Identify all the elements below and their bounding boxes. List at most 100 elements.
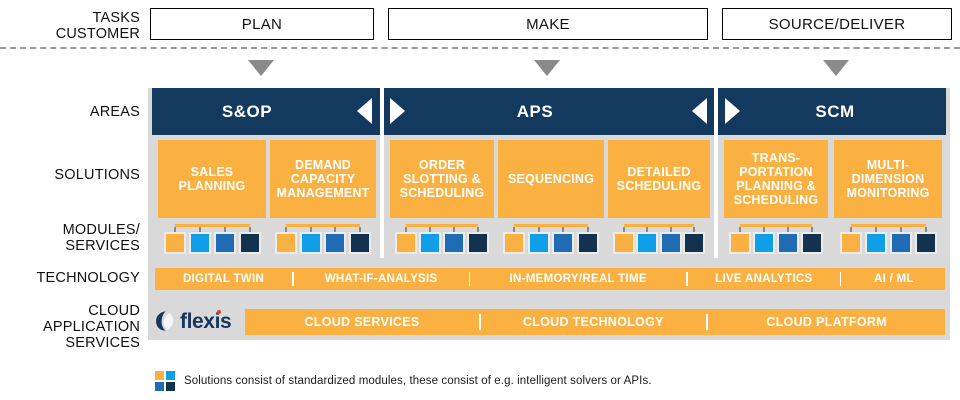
row-label-modules-services: MODULES/ SERVICES xyxy=(62,222,140,254)
module-square[interactable] xyxy=(659,232,682,254)
solution-box[interactable]: DEMAND CAPACITY MANAGEMENT xyxy=(270,140,376,218)
area-label-scm: SCM xyxy=(815,101,855,121)
technology-segment-live-analytics[interactable]: LIVE ANALYTICS xyxy=(715,273,813,285)
section-divider-dashed xyxy=(0,47,960,49)
module-connector-leg xyxy=(669,227,672,232)
module-square[interactable] xyxy=(395,232,417,254)
module-square[interactable] xyxy=(612,232,635,254)
area-label-aps: APS xyxy=(516,101,554,121)
row-label-technology: TECHNOLOGY xyxy=(36,270,140,286)
module-connector-bar xyxy=(623,224,695,227)
module-square[interactable] xyxy=(188,232,211,254)
solution-box[interactable]: SALES PLANNING xyxy=(158,140,266,218)
module-connector-leg xyxy=(787,227,789,232)
task-box-make[interactable]: MAKE xyxy=(388,8,708,40)
legend-color-grid-icon xyxy=(155,371,175,391)
module-square[interactable] xyxy=(324,232,347,254)
area-band-sop xyxy=(152,88,380,135)
row-label-solutions: SOLUTIONS xyxy=(54,167,140,183)
area-label-sop: S&OP xyxy=(221,101,273,121)
module-square[interactable] xyxy=(914,232,937,254)
technology-separator-2 xyxy=(468,272,471,286)
technology-separator-1 xyxy=(292,272,294,286)
area-band-aps xyxy=(384,88,714,135)
module-connector-leg xyxy=(586,227,589,232)
module-connector-leg xyxy=(453,227,455,232)
cloud-separator-1 xyxy=(479,314,481,330)
arrow-left-icon-sop-aps xyxy=(357,98,372,124)
module-square[interactable] xyxy=(777,232,799,254)
module-square[interactable] xyxy=(443,232,465,254)
module-square[interactable] xyxy=(503,232,526,254)
module-connector-leg xyxy=(849,227,852,232)
module-connector-bar xyxy=(514,224,588,227)
flow-arrow-make xyxy=(534,60,560,76)
task-box-source-deliver[interactable]: SOURCE/DELIVER xyxy=(722,8,952,40)
legend-swatch xyxy=(155,382,164,391)
module-square[interactable] xyxy=(864,232,887,254)
technology-separator-4 xyxy=(839,272,842,286)
module-square[interactable] xyxy=(238,232,261,254)
module-square[interactable] xyxy=(576,232,599,254)
cloud-segment-platform[interactable]: CLOUD PLATFORM xyxy=(766,315,887,329)
technology-segment-ai-ml[interactable]: AI / ML xyxy=(873,273,914,285)
row-label-cloud-application-services: CLOUD APPLICATION SERVICES xyxy=(42,303,140,351)
arrow-right-icon-sop-aps xyxy=(390,98,405,124)
group-gap-aps-scm xyxy=(714,88,718,258)
legend: Solutions consist of standardized module… xyxy=(155,371,652,391)
technology-segment-digital-twin[interactable]: DIGITAL TWIN xyxy=(182,273,265,285)
module-connector-leg xyxy=(562,227,565,232)
module-square[interactable] xyxy=(552,232,575,254)
module-connector-bar xyxy=(740,224,812,227)
module-square[interactable] xyxy=(801,232,823,254)
module-connector-leg xyxy=(811,227,813,232)
technology-segment-what-if[interactable]: WHAT-IF-ANALYSIS xyxy=(324,273,438,285)
module-connector-bar xyxy=(406,224,478,227)
module-connector-leg xyxy=(646,227,649,232)
module-square[interactable] xyxy=(467,232,489,254)
module-square[interactable] xyxy=(419,232,441,254)
module-connector-leg xyxy=(924,227,927,232)
cloud-separator-2 xyxy=(705,314,708,330)
module-connector-leg xyxy=(477,227,479,232)
flexis-leaf-icon xyxy=(156,311,174,331)
solution-box[interactable]: DETAILED SCHEDULING xyxy=(608,140,710,218)
cloud-services-bar: CLOUD SERVICES CLOUD TECHNOLOGY CLOUD PL… xyxy=(245,309,945,335)
legend-text: Solutions consist of standardized module… xyxy=(184,375,652,387)
module-square[interactable] xyxy=(163,232,186,254)
solution-box[interactable]: TRANS- PORTATION PLANNING & SCHEDULING xyxy=(724,140,828,218)
module-square[interactable] xyxy=(753,232,775,254)
cloud-segment-services[interactable]: CLOUD SERVICES xyxy=(304,315,420,329)
module-connector-leg xyxy=(513,227,516,232)
row-label-areas: AREAS xyxy=(89,104,140,120)
task-box-plan[interactable]: PLAN xyxy=(150,8,374,40)
module-square[interactable] xyxy=(275,232,298,254)
module-square[interactable] xyxy=(889,232,912,254)
module-square[interactable] xyxy=(636,232,659,254)
technology-segment-in-memory[interactable]: IN-MEMORY/REAL TIME xyxy=(509,273,647,285)
legend-swatch xyxy=(166,371,175,380)
area-band-scm xyxy=(718,88,946,135)
technology-separator-3 xyxy=(686,272,688,286)
solution-box[interactable]: MULTI- DIMENSION MONITORING xyxy=(834,140,942,218)
module-square[interactable] xyxy=(683,232,706,254)
flow-arrow-plan xyxy=(248,60,274,76)
module-square[interactable] xyxy=(299,232,322,254)
module-square[interactable] xyxy=(729,232,751,254)
module-connector-leg xyxy=(622,227,625,232)
solution-box[interactable]: SEQUENCING xyxy=(498,140,604,218)
module-square[interactable] xyxy=(213,232,236,254)
module-square[interactable] xyxy=(348,232,371,254)
flexis-logo-text: flexis xyxy=(180,309,232,332)
module-connector-leg xyxy=(739,227,741,232)
module-square[interactable] xyxy=(527,232,550,254)
legend-swatch xyxy=(166,382,175,391)
row-label-tasks-customer: TASKS CUSTOMER xyxy=(55,10,140,42)
module-connector-leg xyxy=(693,227,696,232)
solution-box[interactable]: ORDER SLOTTING & SCHEDULING xyxy=(390,140,494,218)
cloud-segment-technology[interactable]: CLOUD TECHNOLOGY xyxy=(522,315,664,329)
module-connector-leg xyxy=(537,227,540,232)
group-gap-sop-aps xyxy=(380,88,384,258)
module-square[interactable] xyxy=(839,232,862,254)
